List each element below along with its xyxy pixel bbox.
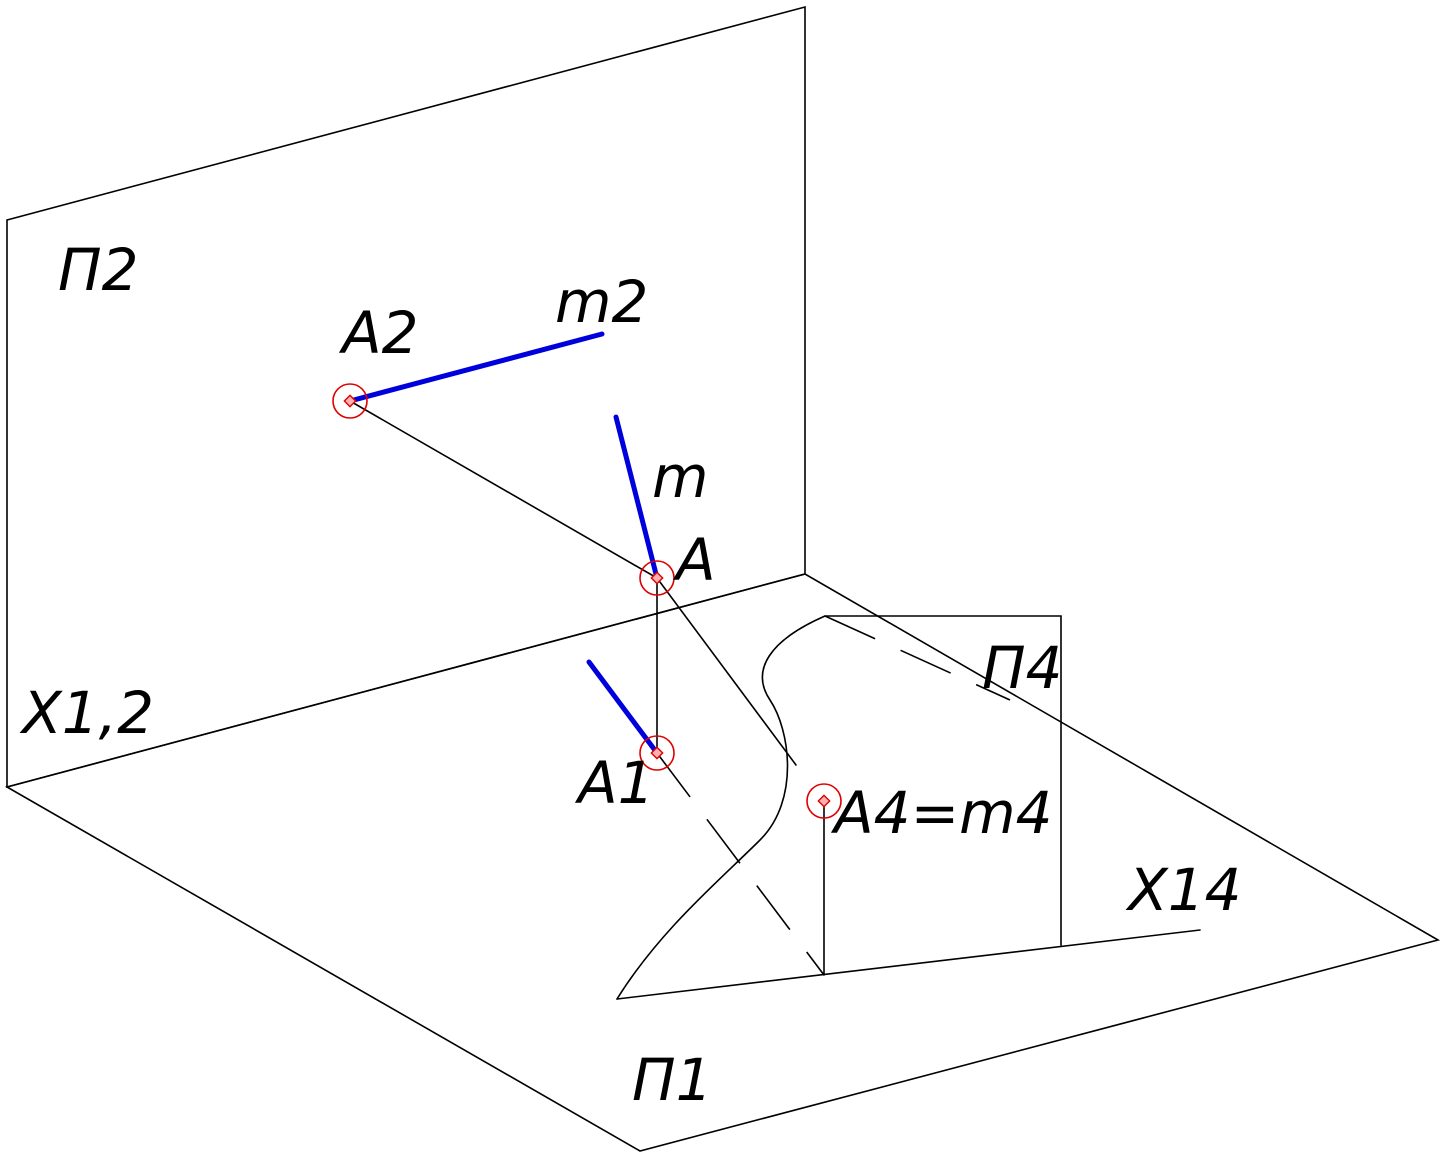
- connector-a-a4: [656, 577, 797, 766]
- label-point-a4-m4: A4=m4: [830, 779, 1053, 847]
- point-marker-a2: [332, 383, 368, 419]
- point-marker-a: [639, 560, 675, 596]
- plane-p2: [6, 5, 806, 789]
- line-m: [613, 414, 660, 581]
- label-axis-x12: X1,2: [19, 679, 154, 747]
- line-m2: [347, 331, 605, 404]
- label-point-a: A: [672, 526, 716, 594]
- label-point-a2: A2: [338, 299, 419, 367]
- plane-p4: [616, 615, 1201, 1000]
- connector-a2-a: [349, 400, 658, 579]
- label-line-m2: m2: [555, 268, 648, 336]
- label-line-m: m: [652, 443, 709, 511]
- point-marker-a4: [806, 783, 842, 819]
- label-plane-p2: П2: [58, 236, 139, 304]
- p4-hidden-edge: [824, 615, 1011, 701]
- label-axis-x14: X14: [1125, 856, 1242, 924]
- plane-p1: [4, 573, 1441, 1152]
- label-point-a1: A1: [574, 749, 655, 817]
- point-marker-a1: [639, 735, 675, 771]
- connector-a1-hidden: [656, 752, 825, 976]
- plane-p4-curved-edge: [616, 615, 826, 1000]
- label-plane-p4: П4: [982, 634, 1063, 702]
- line-m1: [586, 659, 660, 756]
- label-plane-p1: П1: [632, 1046, 713, 1114]
